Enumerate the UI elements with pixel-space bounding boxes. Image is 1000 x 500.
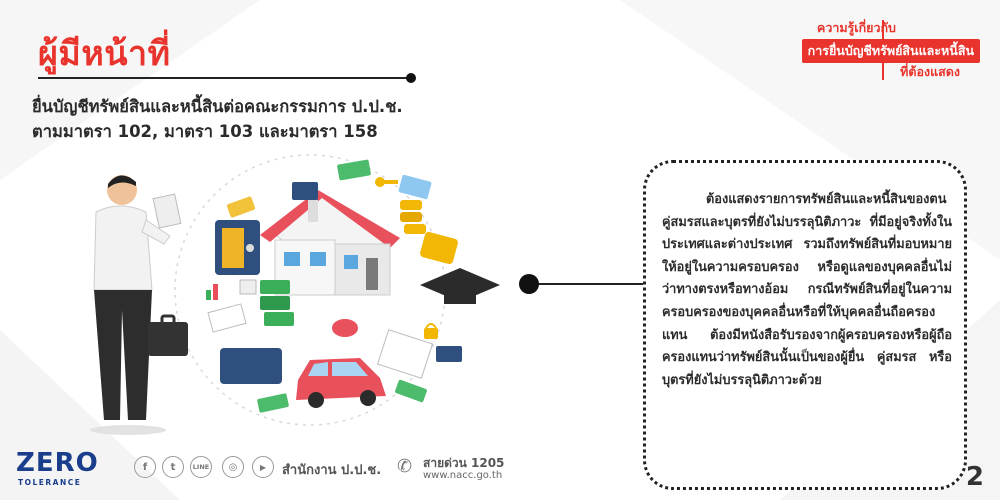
topic-line-1: ความรู้เกี่ยวกับ xyxy=(816,20,896,35)
hotline-number: สายด่วน 1205 xyxy=(423,456,505,470)
footer-bar: ZERO TOLERANCE f t LINE ◎ ▶ สำนักงาน ป.ป… xyxy=(0,442,1000,500)
website-link[interactable]: www.nacc.go.th xyxy=(423,470,503,481)
property-document-icon xyxy=(376,329,434,379)
contract-document-icon xyxy=(207,303,247,333)
facebook-icon[interactable]: f xyxy=(134,456,156,478)
page-subtitle: ยื่นบัญชีทรัพย์สินและหนี้สินต่อคณะกรรมกา… xyxy=(32,94,403,144)
calculator-icon xyxy=(292,182,318,200)
bag-icon xyxy=(220,348,282,384)
callout-connector-dot xyxy=(519,274,539,294)
piggy-bank-icon xyxy=(332,319,358,337)
bar-chart-icon xyxy=(206,284,218,300)
banknote-icon xyxy=(337,159,371,181)
zero-tolerance-logo: ZERO xyxy=(16,448,99,478)
page-number: 2 xyxy=(965,462,984,492)
banknote-right-icon xyxy=(395,379,427,403)
safe-icon xyxy=(215,220,260,275)
youtube-icon[interactable]: ▶ xyxy=(252,456,274,478)
phone-icon: ✆ xyxy=(397,456,413,477)
zero-tolerance-logo-sub: TOLERANCE xyxy=(18,478,82,487)
envelope-icon xyxy=(226,196,256,218)
info-callout-text: ต้องแสดงรายการทรัพย์สินและหนี้สินของตน ค… xyxy=(662,192,952,388)
page-title: ผู้มีหน้าที่ xyxy=(38,34,171,74)
info-callout-box: ต้องแสดงรายการทรัพย์สินและหนี้สินของตน ค… xyxy=(643,160,967,490)
diamond-icon xyxy=(239,279,257,295)
padlock-icon xyxy=(424,323,438,339)
title-underline-dot xyxy=(406,73,416,83)
topic-label: ความรู้เกี่ยวกับ การยื่นบัญชีทรัพย์สินแล… xyxy=(788,18,988,82)
instagram-icon[interactable]: ◎ xyxy=(222,456,244,478)
card-reader-icon xyxy=(436,346,462,362)
assets-illustration xyxy=(90,154,500,435)
businessman-figure xyxy=(90,175,188,435)
gold-coins-icon xyxy=(400,200,426,234)
house-icon xyxy=(260,190,400,296)
office-name: สำนักงาน ป.ป.ช. xyxy=(282,463,382,478)
topic-line-3: ที่ต้องแสดง xyxy=(900,64,960,79)
callout-connector-line xyxy=(526,283,651,285)
money-stack-icon xyxy=(260,280,294,326)
graduation-cap-icon xyxy=(420,268,500,304)
subtitle-line-1: ยื่นบัญชีทรัพย์สินและหนี้สินต่อคณะกรรมกา… xyxy=(32,97,403,116)
car-icon xyxy=(296,358,386,408)
line-icon[interactable]: LINE xyxy=(190,456,212,478)
twitter-icon[interactable]: t xyxy=(162,456,184,478)
smartphone-icon xyxy=(420,231,458,265)
document-icon xyxy=(152,193,182,229)
credit-card-icon xyxy=(398,174,432,200)
briefcase-icon xyxy=(148,322,188,356)
topic-line-2: การยื่นบัญชีทรัพย์สินและหนี้สิน xyxy=(801,39,980,63)
title-underline xyxy=(38,77,410,79)
banknote-bottom-icon xyxy=(257,393,289,413)
key-icon xyxy=(375,177,398,187)
subtitle-line-2: ตามมาตรา 102, มาตรา 103 และมาตรา 158 xyxy=(32,122,378,141)
